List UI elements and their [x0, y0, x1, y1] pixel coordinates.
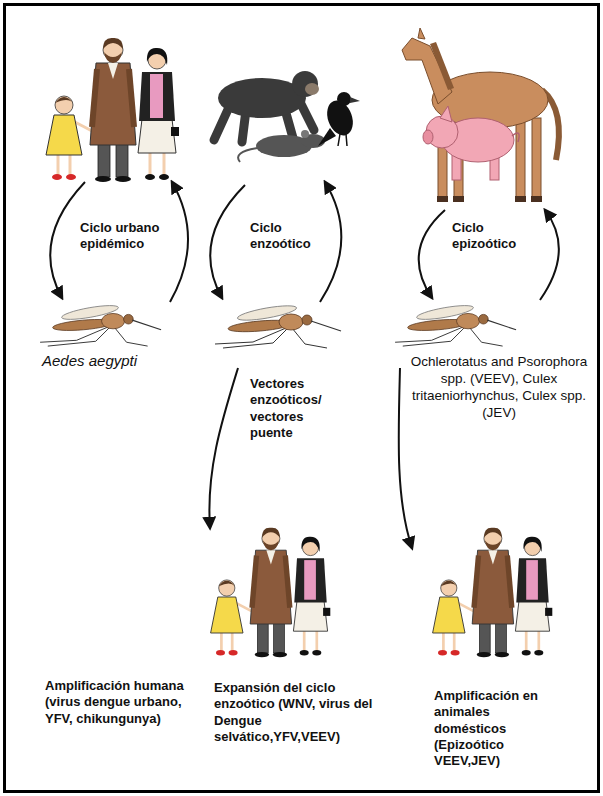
human-family — [46, 38, 179, 182]
vector-label: Aedes aegypti — [42, 352, 182, 371]
cycle-label: Ciclo epizoótico — [452, 220, 530, 253]
mosquito — [395, 303, 516, 346]
horse — [402, 28, 559, 202]
human-family — [433, 528, 553, 658]
vector-label: Ochlerotatus and Psorophora spp. (VEEV),… — [410, 354, 588, 422]
cycle-label: Ciclo urbano epidémico — [80, 220, 175, 253]
outcome-label: Amplificación en animales domésticos (Ep… — [434, 688, 559, 769]
vector-label: Vectores enzoóticos/ vectores puente — [250, 376, 340, 441]
cycle-label: Ciclo enzoótico — [250, 220, 320, 253]
rat — [238, 130, 325, 162]
pig — [423, 106, 519, 180]
outcome-label: Expansión del ciclo enzoótico (WNV, viru… — [214, 680, 374, 745]
mosquito — [215, 303, 341, 348]
outcome-label: Amplificación humana (virus dengue urban… — [45, 678, 200, 727]
chimpanzee — [214, 71, 319, 142]
mosquito — [40, 303, 161, 346]
crow — [318, 92, 360, 146]
human-family — [211, 528, 331, 658]
